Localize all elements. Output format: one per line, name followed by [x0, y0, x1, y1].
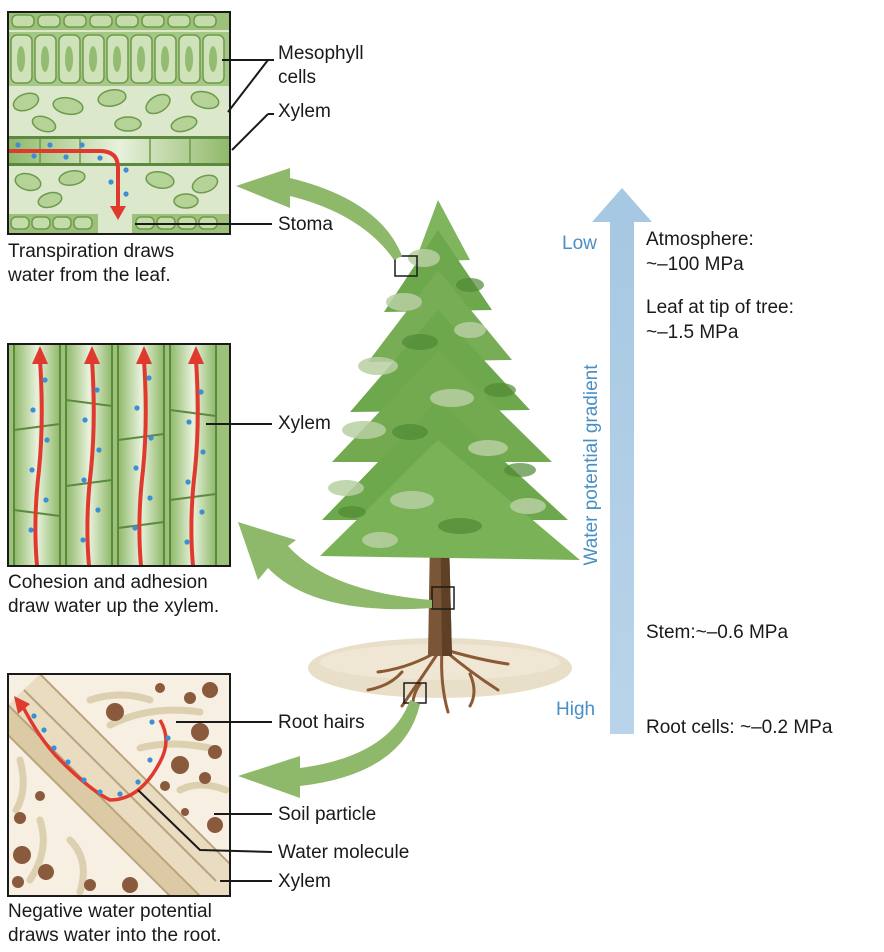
leaf-tip-value: ~–1.5 MPa	[646, 322, 739, 343]
stem-xylem-label: Xylem	[278, 413, 331, 434]
leaf-caption-line1: Transpiration draws	[8, 241, 175, 262]
mesophyll-label: Mesophyll	[278, 43, 364, 64]
leaf-xylem-label: Xylem	[278, 101, 331, 122]
pointer-arrows	[236, 168, 432, 798]
tree-illustration	[308, 200, 580, 716]
root-hairs-label: Root hairs	[278, 712, 365, 733]
gradient-low-label: Low	[562, 233, 597, 254]
root-caption-line1: Negative water potential	[8, 901, 212, 922]
soil-particle-label: Soil particle	[278, 804, 377, 825]
root-xylem-label: Xylem	[278, 871, 331, 892]
gradient-arrow	[592, 188, 652, 734]
water-molecule-label: Water molecule	[278, 842, 410, 863]
stem-focus-box	[431, 586, 455, 610]
leaf-tip-label: Leaf at tip of tree:	[646, 297, 794, 318]
stem-potential: Stem:~–0.6 MPa	[646, 622, 789, 643]
stem-xylem-section	[8, 344, 230, 566]
atmosphere-label: Atmosphere:	[646, 229, 754, 250]
root-cells-potential: Root cells: ~–0.2 MPa	[646, 717, 833, 738]
root-cross-section	[8, 674, 230, 896]
stem-caption-line2: draw water up the xylem.	[8, 596, 220, 617]
mesophyll-cells-label: cells	[278, 67, 317, 88]
leaf-cross-section	[8, 12, 230, 234]
leaf-leader-lines	[135, 59, 274, 225]
atmosphere-value: ~–100 MPa	[646, 254, 744, 275]
stem-water-molecules	[28, 375, 206, 545]
leaf-water-molecules	[15, 142, 129, 197]
stem-caption-line1: Cohesion and adhesion	[8, 572, 208, 593]
root-leader-lines	[137, 721, 273, 882]
gradient-high-label: High	[556, 699, 596, 720]
leaf-panel-frame	[7, 11, 231, 235]
gradient-axis-label: Water potential gradient	[581, 364, 602, 566]
stem-panel-frame	[7, 343, 231, 567]
root-panel-frame	[7, 673, 231, 897]
root-water-path	[20, 704, 168, 802]
root-water-molecules	[31, 713, 171, 797]
stem-water-paths	[33, 359, 200, 566]
leaf-caption-line2: water from the leaf.	[8, 265, 171, 286]
stoma-label: Stoma	[278, 214, 333, 235]
root-caption-line2: draws water into the root.	[8, 925, 222, 946]
leaf-focus-box	[394, 255, 418, 277]
leaf-water-path	[8, 149, 120, 208]
